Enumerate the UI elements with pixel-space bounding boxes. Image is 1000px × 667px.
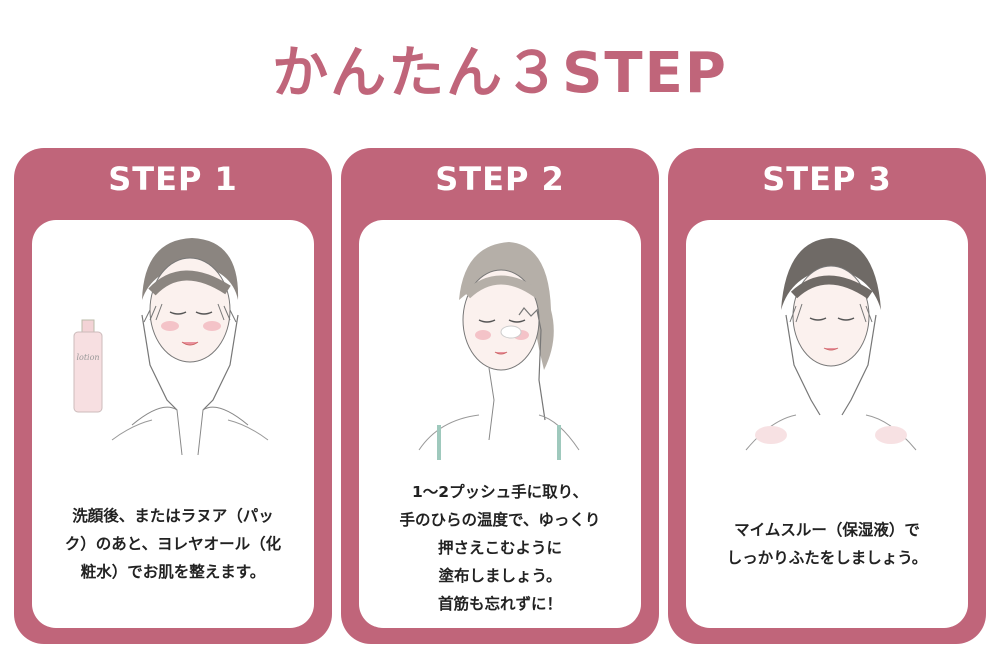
caption-line: 手のひらの温度で、ゆっくり — [399, 511, 601, 529]
step-2-card: STEP 2 1～2プッシュ手に取り、 手のひらの温度で、ゆっくり 押さえこむよ… — [341, 148, 659, 644]
step-1-panel: lotion 洗顔後、またはラヌア（パッ ク）のあと、ヨレヤオール（化 粧水） — [32, 220, 314, 628]
step-3-illustration — [745, 238, 917, 451]
lotion-bottle-icon: lotion — [73, 319, 103, 413]
step-1-label: STEP 1 — [108, 160, 238, 198]
step-2-label: STEP 2 — [435, 160, 565, 198]
step-2-caption: 1～2プッシュ手に取り、 手のひらの温度で、ゆっくり 押さえこむように 塗布しま… — [365, 478, 635, 618]
step-1-card: STEP 1 lotion — [14, 148, 332, 644]
step-2-panel: 1～2プッシュ手に取り、 手のひらの温度で、ゆっくり 押さえこむように 塗布しま… — [359, 220, 641, 628]
step-3-card: STEP 3 マイムスルー（保湿液）で しっかりふたをしましょう。 — [668, 148, 986, 644]
bottle-label: lotion — [76, 353, 99, 362]
caption-line: 塗布しましょう。 — [438, 567, 562, 585]
step-1-caption: 洗顔後、またはラヌア（パッ ク）のあと、ヨレヤオール（化 粧水）でお肌を整えます… — [38, 502, 308, 586]
caption-line: 1～2プッシュ手に取り、 — [412, 483, 588, 501]
step-3-caption: マイムスルー（保湿液）で しっかりふたをしましょう。 — [692, 516, 962, 572]
caption-line: 粧水）でお肌を整えます。 — [80, 563, 266, 581]
caption-line: マイムスルー（保湿液）で — [734, 521, 920, 539]
page-title: かんたん３STEP — [272, 41, 728, 106]
step-1-illustration: lotion — [73, 238, 269, 456]
step-3-label: STEP 3 — [762, 160, 892, 198]
step-3-panel: マイムスルー（保湿液）で しっかりふたをしましょう。 — [686, 220, 968, 628]
caption-line: しっかりふたをしましょう。 — [726, 549, 928, 567]
step-2-illustration — [418, 242, 580, 460]
caption-line: 押さえこむように — [437, 539, 562, 557]
caption-line: ク）のあと、ヨレヤオール（化 — [64, 535, 282, 553]
caption-line: 首筋も忘れずに！ — [437, 595, 562, 613]
caption-line: 洗顔後、またはラヌア（パッ — [72, 507, 274, 525]
